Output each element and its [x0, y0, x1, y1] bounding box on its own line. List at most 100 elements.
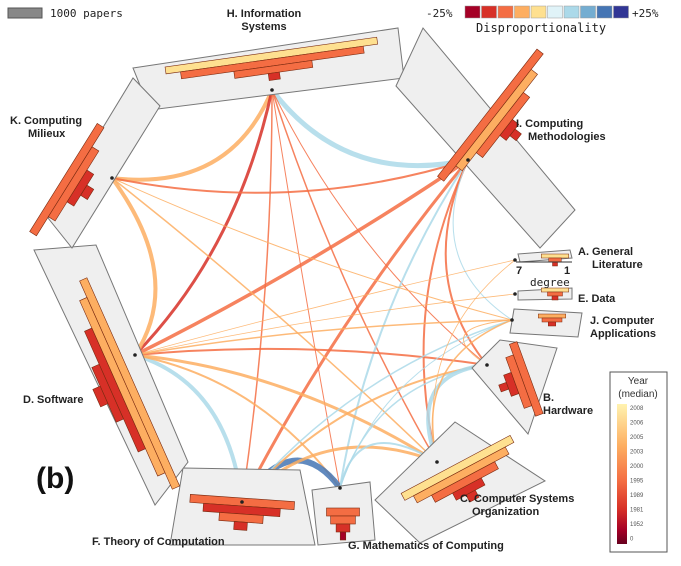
label-I-line1: I. Computing — [516, 118, 583, 130]
hub-D — [133, 353, 137, 357]
links-layer — [110, 87, 516, 505]
link-D-C — [133, 353, 439, 464]
disp-swatch-5 — [547, 5, 563, 19]
disp-title: Disproportionality — [476, 21, 606, 35]
panel-D — [33, 244, 189, 506]
bar-D-0 — [79, 277, 181, 490]
panel-G — [311, 481, 376, 546]
link-D-G — [134, 354, 341, 489]
disp-swatch-7 — [580, 5, 596, 19]
label-K-line1: K. Computing — [10, 115, 82, 127]
link-H-K — [110, 88, 274, 182]
year-tick-7: 1981 — [630, 508, 644, 514]
label-K-line2: Milieux — [28, 128, 66, 140]
link-H-D — [133, 88, 274, 357]
hub-J — [510, 318, 514, 322]
year-tick-3: 2003 — [630, 450, 644, 456]
link-D-J — [134, 319, 513, 356]
bar-C-4 — [465, 489, 480, 503]
disp-swatch-2 — [497, 5, 514, 19]
year-tick-9: 0 — [630, 537, 634, 543]
panel-F — [169, 467, 316, 546]
bar-J-2 — [548, 321, 556, 327]
label-A-line2: Literature — [592, 259, 643, 271]
bar-F-3 — [233, 521, 248, 531]
hub-A — [513, 258, 517, 262]
label-E-line1: E. Data — [578, 293, 616, 305]
year-legend-subtitle: (median) — [618, 389, 657, 400]
panel-B — [471, 339, 558, 435]
year-tick-4: 2000 — [630, 464, 644, 470]
label-F-line1: F. Theory of Computation — [92, 536, 225, 548]
year-tick-2: 2005 — [630, 435, 644, 441]
hub-G — [338, 486, 342, 490]
link-H-G — [271, 89, 341, 489]
year-tick-0: 2008 — [630, 406, 644, 412]
label-H-line1: H. Information — [227, 8, 302, 20]
bar-A-1 — [548, 257, 562, 263]
link-C-J — [431, 319, 513, 463]
category-panels-layer — [29, 27, 583, 546]
panel-E — [513, 287, 573, 301]
degree-label: degree — [530, 276, 570, 289]
link-H-F — [241, 89, 273, 503]
hub-C — [435, 460, 439, 464]
hub-K — [110, 176, 114, 180]
panel-label: (b) — [36, 462, 74, 495]
disp-swatch-0 — [464, 5, 481, 19]
year-tick-8: 1952 — [630, 522, 644, 528]
link-G-J — [339, 319, 513, 489]
disp-swatch-8 — [596, 5, 613, 19]
link-D-A — [134, 259, 516, 356]
label-B-line1: B. — [543, 392, 554, 404]
bar-I-4 — [509, 128, 522, 142]
year-tick-5: 1995 — [630, 479, 644, 485]
hub-E — [513, 292, 517, 296]
year-tick-6: 1989 — [630, 493, 644, 499]
bar-G-3 — [339, 531, 347, 541]
degree-right-tick: 1 — [564, 265, 570, 277]
bar-D-4 — [92, 385, 109, 408]
label-B-line2: Hardware — [543, 405, 593, 417]
label-J-line1: J. Computer — [590, 315, 655, 327]
bar-J-1 — [541, 317, 563, 323]
link-H-C — [271, 89, 438, 463]
bar-B-3 — [498, 381, 510, 393]
label-C-line1: C. Computer Systems — [460, 493, 574, 505]
label-J-line2: Applications — [590, 328, 656, 340]
papers-scale-label: 1000 papers — [50, 7, 123, 20]
link-K-J — [111, 177, 513, 321]
year-median-legend: Year (median) 20082006200520032000199519… — [609, 371, 668, 553]
label-H-line2: Systems — [241, 21, 286, 33]
disp-color-scale — [464, 5, 629, 19]
link-I-G — [339, 159, 469, 489]
disp-right-label: +25% — [632, 7, 659, 20]
link-D-E — [134, 293, 516, 356]
bar-G-2 — [335, 523, 351, 533]
link-I-D — [133, 158, 470, 357]
bar-J-0 — [538, 313, 566, 319]
link-D-B — [134, 347, 488, 366]
disp-swatch-4 — [530, 5, 547, 19]
papers-scale-swatch — [7, 7, 43, 19]
disp-swatch-1 — [481, 5, 497, 19]
year-legend-title: Year — [628, 376, 649, 387]
bar-E-1 — [547, 291, 563, 297]
panel-A — [513, 249, 573, 267]
disp-left-label: -25% — [426, 7, 453, 20]
link-B-J — [463, 319, 513, 366]
bar-A-0 — [541, 253, 569, 259]
bar-G-1 — [330, 515, 356, 525]
link-I-F — [240, 158, 470, 504]
panel-bg-J — [509, 308, 583, 338]
hub-H — [270, 88, 274, 92]
label-G-line1: G. Mathematics of Computing — [348, 540, 504, 552]
panel-C — [374, 421, 547, 544]
panel-K — [29, 77, 161, 249]
link-C-B — [426, 363, 489, 464]
hub-F — [240, 500, 244, 504]
panel-bg-K — [47, 77, 161, 249]
disp-swatch-9 — [613, 5, 629, 19]
